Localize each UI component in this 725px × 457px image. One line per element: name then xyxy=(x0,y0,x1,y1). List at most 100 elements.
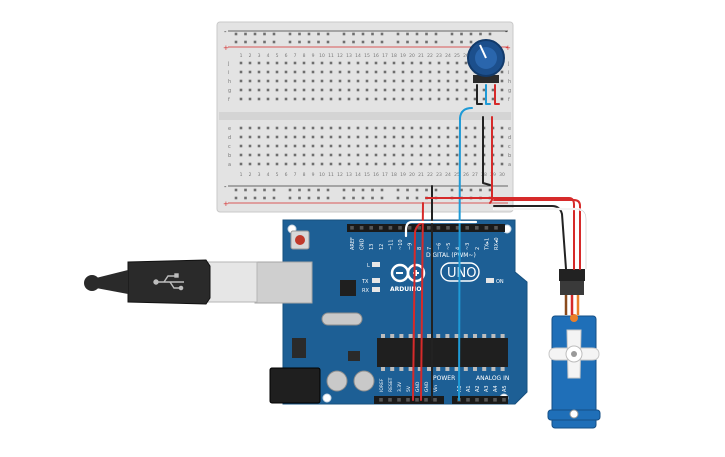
breadboard-hole[interactable] xyxy=(275,79,279,83)
rail-hole[interactable] xyxy=(288,196,292,200)
breadboard-hole[interactable] xyxy=(356,126,360,130)
breadboard-hole[interactable] xyxy=(329,97,333,101)
breadboard-hole[interactable] xyxy=(383,153,387,157)
breadboard-hole[interactable] xyxy=(320,88,324,92)
analog-pin[interactable] xyxy=(493,398,497,402)
breadboard-hole[interactable] xyxy=(356,61,360,65)
header-pin[interactable] xyxy=(398,226,402,230)
breadboard-hole[interactable] xyxy=(365,126,369,130)
rail-hole[interactable] xyxy=(371,188,374,192)
rail-hole[interactable] xyxy=(253,188,257,192)
breadboard-hole[interactable] xyxy=(374,88,378,92)
breadboard-hole[interactable] xyxy=(374,144,378,148)
analog-pin[interactable] xyxy=(484,398,488,402)
breadboard-hole[interactable] xyxy=(410,144,414,148)
breadboard-hole[interactable] xyxy=(419,135,423,139)
breadboard-hole[interactable] xyxy=(428,61,432,65)
rail-hole[interactable] xyxy=(415,40,419,44)
wire-pot-gnd-rail[interactable] xyxy=(482,116,491,186)
header-pin[interactable] xyxy=(407,226,412,230)
breadboard-hole[interactable] xyxy=(266,79,270,83)
breadboard-hole[interactable] xyxy=(437,70,441,74)
breadboard-hole[interactable] xyxy=(410,97,414,101)
breadboard-hole[interactable] xyxy=(302,61,306,65)
breadboard-hole[interactable] xyxy=(455,79,459,83)
breadboard-hole[interactable] xyxy=(482,88,486,92)
breadboard-hole[interactable] xyxy=(428,153,432,157)
breadboard-hole[interactable] xyxy=(356,135,360,139)
breadboard-hole[interactable] xyxy=(302,135,306,139)
breadboard-hole[interactable] xyxy=(257,61,261,65)
breadboard-hole[interactable] xyxy=(473,135,477,139)
power-pin[interactable] xyxy=(406,398,410,402)
breadboard-hole[interactable] xyxy=(347,153,351,157)
breadboard-hole[interactable] xyxy=(500,153,504,157)
breadboard-hole[interactable] xyxy=(401,153,405,157)
breadboard-hole[interactable] xyxy=(455,144,459,148)
breadboard-hole[interactable] xyxy=(320,153,324,157)
wire-pot-vcc-rail[interactable] xyxy=(489,116,493,204)
power-pin[interactable] xyxy=(433,398,437,402)
breadboard-hole[interactable] xyxy=(275,126,279,130)
breadboard-hole[interactable] xyxy=(392,97,396,101)
rail-hole[interactable] xyxy=(396,196,400,200)
breadboard-hole[interactable] xyxy=(428,126,432,130)
breadboard-hole[interactable] xyxy=(437,126,441,130)
rail-hole[interactable] xyxy=(371,32,374,36)
breadboard-hole[interactable] xyxy=(257,79,261,83)
breadboard-hole[interactable] xyxy=(275,88,279,92)
breadboard-hole[interactable] xyxy=(446,79,450,83)
header-pin[interactable] xyxy=(369,226,373,230)
rail-hole[interactable] xyxy=(371,196,374,200)
rail-hole[interactable] xyxy=(396,40,400,44)
rail-hole[interactable] xyxy=(244,188,247,192)
breadboard-hole[interactable] xyxy=(392,162,396,166)
breadboard-hole[interactable] xyxy=(401,144,405,148)
servo-horn[interactable] xyxy=(548,329,600,379)
breadboard-hole[interactable] xyxy=(464,162,468,166)
breadboard-hole[interactable] xyxy=(329,61,333,65)
rail-hole[interactable] xyxy=(307,40,311,44)
breadboard-hole[interactable] xyxy=(239,97,243,101)
breadboard-hole[interactable] xyxy=(356,88,360,92)
breadboard-hole[interactable] xyxy=(284,135,288,139)
rail-hole[interactable] xyxy=(307,196,311,200)
breadboard-hole[interactable] xyxy=(320,162,324,166)
breadboard-hole[interactable] xyxy=(365,144,369,148)
breadboard-hole[interactable] xyxy=(347,79,351,83)
breadboard-hole[interactable] xyxy=(500,144,504,148)
rail-hole[interactable] xyxy=(469,40,473,44)
rail-hole[interactable] xyxy=(272,188,276,192)
power-pin[interactable] xyxy=(415,398,419,402)
arduino-uno-board[interactable]: L TX RX ON ARDUINO UNO DIGITAL (PWM~) AN… xyxy=(254,219,528,405)
rail-hole[interactable] xyxy=(352,196,355,200)
breadboard-hole[interactable] xyxy=(347,61,351,65)
breadboard-hole[interactable] xyxy=(446,70,450,74)
breadboard-hole[interactable] xyxy=(374,97,378,101)
wire-signal-white[interactable] xyxy=(404,220,478,238)
breadboard-hole[interactable] xyxy=(239,135,243,139)
breadboard-hole[interactable] xyxy=(500,162,504,166)
breadboard-hole[interactable] xyxy=(248,162,252,166)
breadboard-hole[interactable] xyxy=(392,144,396,148)
breadboard-hole[interactable] xyxy=(248,79,252,83)
breadboard-hole[interactable] xyxy=(437,153,441,157)
breadboard-hole[interactable] xyxy=(419,70,423,74)
rail-hole[interactable] xyxy=(342,40,346,44)
rail-hole[interactable] xyxy=(380,32,384,36)
breadboard-hole[interactable] xyxy=(239,79,243,83)
rail-hole[interactable] xyxy=(479,32,482,36)
breadboard-hole[interactable] xyxy=(374,162,378,166)
breadboard-hole[interactable] xyxy=(419,126,423,130)
breadboard-hole[interactable] xyxy=(284,79,288,83)
rail-hole[interactable] xyxy=(371,40,374,44)
header-pin[interactable] xyxy=(484,226,489,230)
breadboard-hole[interactable] xyxy=(473,153,477,157)
breadboard-hole[interactable] xyxy=(266,97,270,101)
breadboard-hole[interactable] xyxy=(437,88,441,92)
breadboard-hole[interactable] xyxy=(401,126,405,130)
breadboard-hole[interactable] xyxy=(365,162,369,166)
breadboard-hole[interactable] xyxy=(392,70,396,74)
breadboard-hole[interactable] xyxy=(464,126,468,130)
breadboard-hole[interactable] xyxy=(455,88,459,92)
